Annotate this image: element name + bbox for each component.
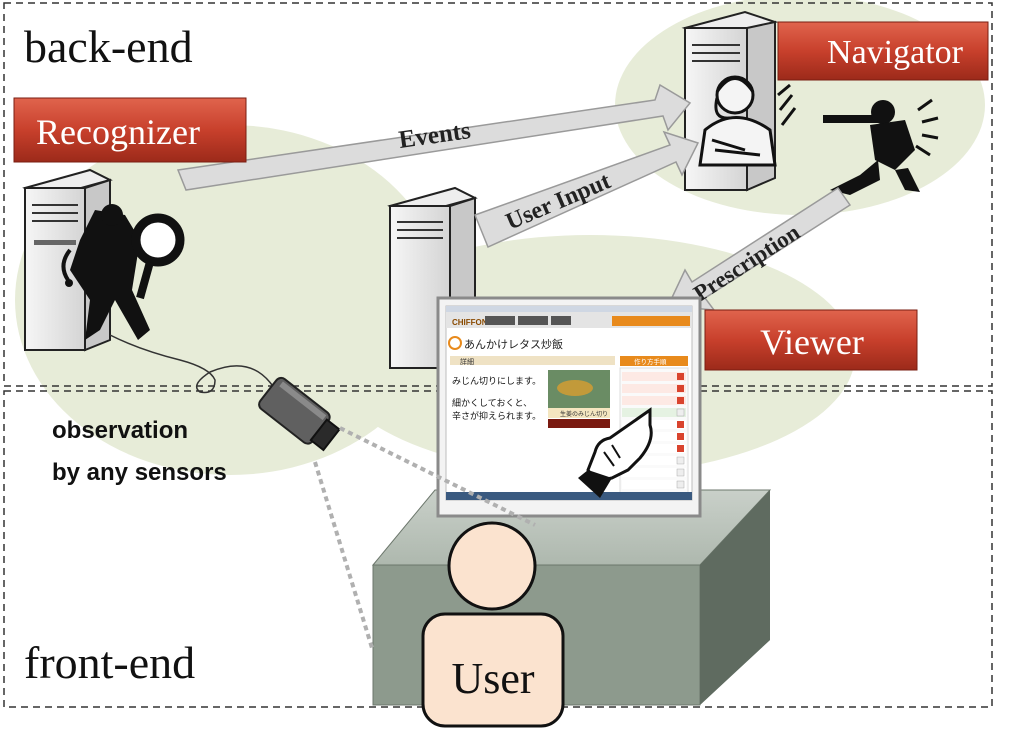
user-label: User (451, 654, 534, 703)
navigator-label: Navigator (827, 34, 964, 71)
screen-step-line1: みじん切りにします。 (452, 376, 541, 387)
screen-step-line2: 細かくしておくと、 (452, 397, 532, 409)
user-input-arrow (474, 130, 700, 249)
camera-sensor-icon (258, 376, 341, 452)
front-end-title: front-end (24, 637, 195, 688)
screen-recipe-title: あんかけレタス炒飯 (464, 337, 563, 351)
viewer-label: Viewer (760, 322, 864, 362)
screen-step-line3: 辛さが抑えられます。 (452, 410, 541, 422)
screen-video-caption: 生姜のみじん切り (560, 410, 608, 418)
screen-brand: CHIFFON (452, 318, 488, 327)
recognizer-label: Recognizer (36, 112, 200, 152)
navigator-label-box: Navigator (777, 21, 989, 81)
sensor-view-line-lower (313, 461, 374, 649)
pointing-figure-icon (823, 98, 939, 195)
user-figure (421, 521, 565, 728)
viewer-label-box: Viewer (704, 309, 918, 371)
screen-sidebar-header: 作り方手順 (634, 357, 667, 366)
screen-section-label: 詳細 (460, 357, 474, 366)
recognizer-label-box: Recognizer (13, 97, 247, 163)
events-label: Events (397, 117, 473, 154)
operator-headset-icon (698, 75, 797, 167)
sensor-caption-line2: by any sensors (52, 459, 227, 486)
detective-figure-icon (61, 204, 185, 340)
events-arrow (176, 83, 692, 191)
sensor-cable (109, 334, 273, 394)
pointing-hand-icon (578, 407, 653, 498)
prescription-arrow (666, 186, 852, 311)
back-end-title: back-end (24, 21, 193, 72)
monitor: CHIFFON あんかけレタス炒飯 詳細 みじん切りにします。 細かくしておくと… (436, 296, 702, 518)
sensor-caption-line1: observation (52, 417, 188, 444)
screen-step-list (622, 372, 686, 489)
sensor-view-line-upper (339, 426, 536, 527)
